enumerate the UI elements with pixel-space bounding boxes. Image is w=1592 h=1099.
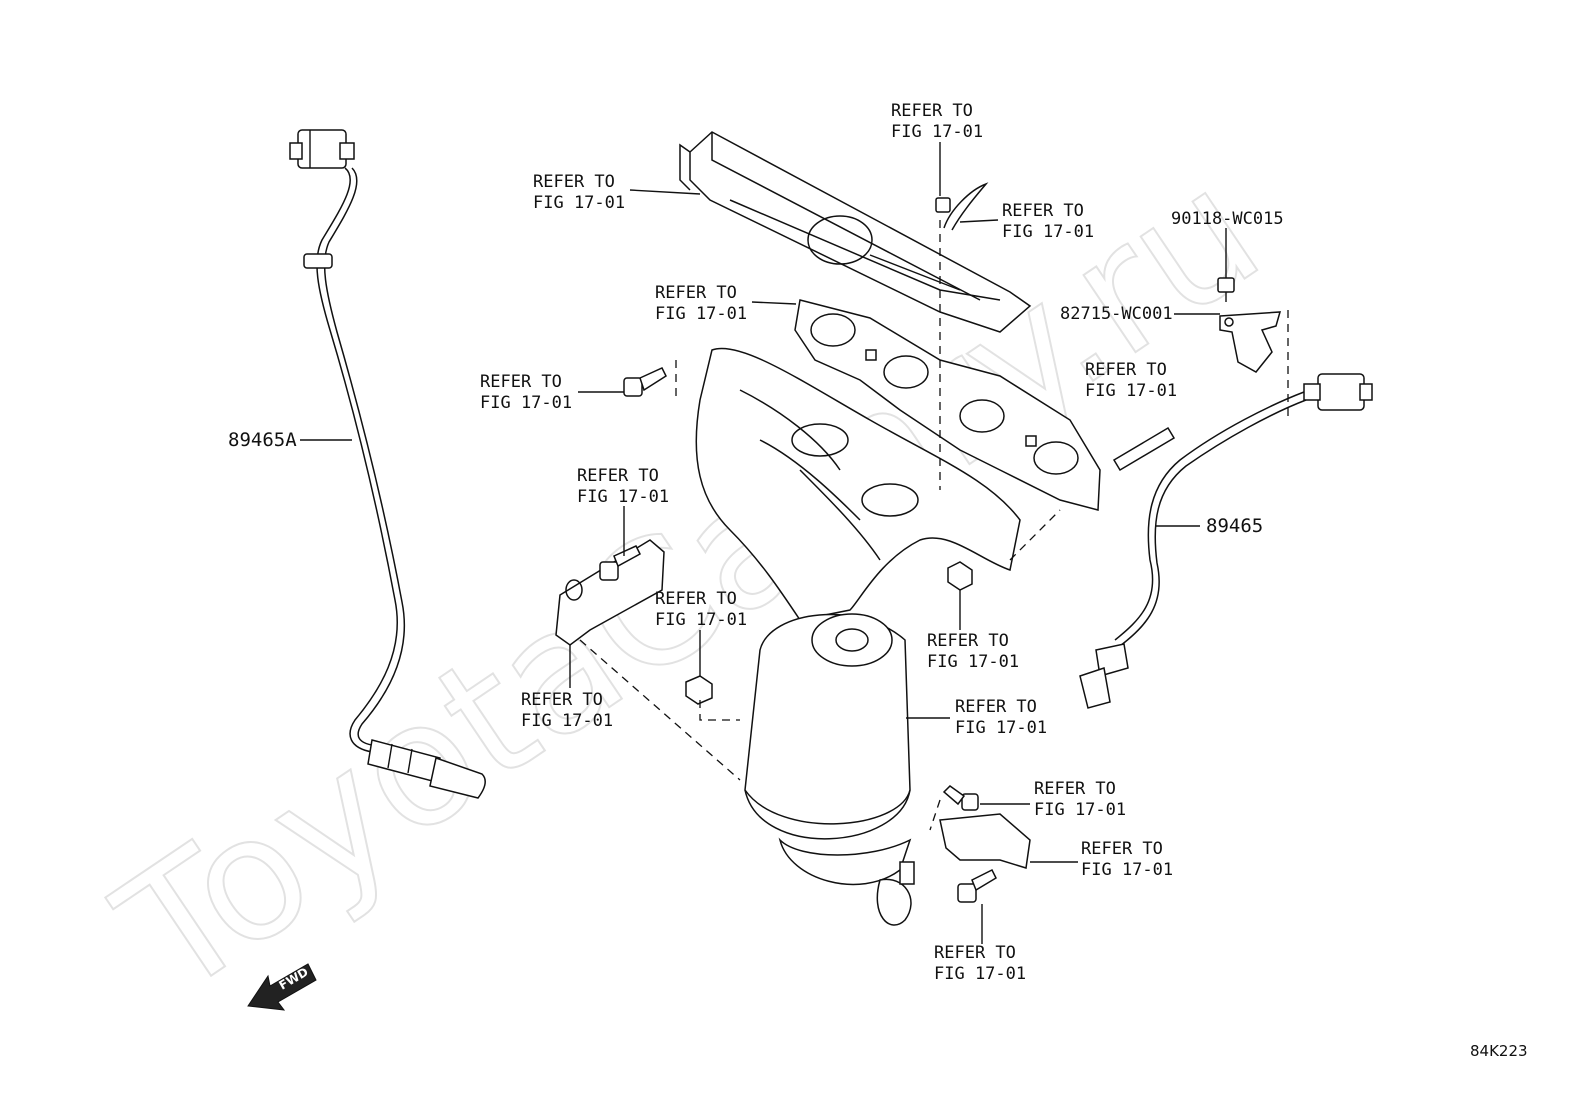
clip-top[interactable] — [935, 182, 989, 231]
svg-text:REFER TO: REFER TO — [955, 697, 1037, 717]
oxygen-sensor-89465[interactable] — [1079, 373, 1373, 709]
svg-text:FIG 17-01: FIG 17-01 — [1002, 222, 1094, 242]
refer-label-nut-center[interactable]: REFER TO FIG 17-01 — [655, 589, 747, 630]
svg-text:89465: 89465 — [1206, 515, 1263, 537]
svg-text:REFER TO: REFER TO — [533, 172, 615, 192]
refer-label-insulator[interactable]: REFER TO FIG 17-01 — [533, 172, 625, 213]
refer-label-stay-left[interactable]: REFER TO FIG 17-01 — [521, 690, 613, 731]
refer-label-nut-right[interactable]: REFER TO FIG 17-01 — [927, 631, 1019, 672]
svg-text:FIG 17-01: FIG 17-01 — [1081, 860, 1173, 880]
svg-text:REFER TO: REFER TO — [480, 372, 562, 392]
nut-right[interactable] — [947, 561, 973, 591]
svg-text:REFER TO: REFER TO — [934, 943, 1016, 963]
label-89465a: 89465A — [228, 429, 352, 451]
bolt-lower-1[interactable] — [942, 785, 979, 811]
refer-label-stay-right[interactable]: REFER TO FIG 17-01 — [1081, 839, 1173, 880]
svg-text:REFER TO: REFER TO — [1085, 360, 1167, 380]
label-90118-wc015[interactable]: 90118-WC015 — [1171, 209, 1284, 229]
svg-text:REFER TO: REFER TO — [891, 101, 973, 121]
label-89465: 89465 — [1156, 515, 1263, 537]
svg-text:FIG 17-01: FIG 17-01 — [655, 304, 747, 324]
diagram-code: 84K223 — [1470, 1042, 1528, 1060]
heat-insulator[interactable] — [679, 131, 1032, 333]
label-82715-wc001[interactable]: 82715-WC001 — [1060, 304, 1173, 324]
svg-text:82715-WC001: 82715-WC001 — [1060, 304, 1173, 324]
leader-lines — [569, 142, 1227, 944]
svg-text:FIG 17-01: FIG 17-01 — [891, 122, 983, 142]
exhaust-manifold-converter[interactable] — [695, 347, 1021, 926]
refer-label-bolt-stay[interactable]: REFER TO FIG 17-01 — [577, 466, 669, 507]
bracket-82715-wc001[interactable] — [1219, 311, 1282, 373]
oxygen-sensor-89465a[interactable] — [289, 129, 486, 799]
refer-label-bolt-left[interactable]: REFER TO FIG 17-01 — [480, 372, 572, 413]
svg-text:REFER TO: REFER TO — [1081, 839, 1163, 859]
stay-bracket-left[interactable] — [555, 539, 665, 646]
svg-text:FIG 17-01: FIG 17-01 — [927, 652, 1019, 672]
svg-text:REFER TO: REFER TO — [927, 631, 1009, 651]
svg-text:REFER TO: REFER TO — [655, 283, 737, 303]
stud-bolt[interactable] — [1112, 426, 1176, 472]
bolt-lower-2[interactable] — [957, 868, 997, 903]
bolt-left[interactable] — [623, 367, 667, 397]
svg-text:REFER TO: REFER TO — [1002, 201, 1084, 221]
refer-label-clip[interactable]: REFER TO FIG 17-01 — [1002, 201, 1094, 242]
svg-text:REFER TO: REFER TO — [655, 589, 737, 609]
svg-text:REFER TO: REFER TO — [521, 690, 603, 710]
svg-text:FIG 17-01: FIG 17-01 — [533, 193, 625, 213]
svg-text:FIG 17-01: FIG 17-01 — [934, 964, 1026, 984]
bolt-stay[interactable] — [599, 545, 641, 581]
svg-text:FIG 17-01: FIG 17-01 — [955, 718, 1047, 738]
svg-text:FIG 17-01: FIG 17-01 — [655, 610, 747, 630]
refer-label-bolt-lower-2[interactable]: REFER TO FIG 17-01 — [934, 943, 1026, 984]
svg-text:FIG 17-01: FIG 17-01 — [577, 487, 669, 507]
svg-text:REFER TO: REFER TO — [577, 466, 659, 486]
svg-text:FIG 17-01: FIG 17-01 — [521, 711, 613, 731]
svg-text:FIG 17-01: FIG 17-01 — [1085, 381, 1177, 401]
refer-label-top-bolt[interactable]: REFER TO FIG 17-01 — [891, 101, 983, 142]
svg-text:FIG 17-01: FIG 17-01 — [480, 393, 572, 413]
manifold-gasket[interactable] — [794, 299, 1101, 511]
refer-label-bolt-lower-1[interactable]: REFER TO FIG 17-01 — [1034, 779, 1126, 820]
watermark: ToyotaCamry.ru — [86, 131, 1293, 1034]
svg-text:FIG 17-01: FIG 17-01 — [1034, 800, 1126, 820]
refer-label-gasket[interactable]: REFER TO FIG 17-01 — [655, 283, 747, 324]
refer-label-stud[interactable]: REFER TO FIG 17-01 — [1085, 360, 1177, 401]
refer-label-converter[interactable]: REFER TO FIG 17-01 — [955, 697, 1047, 738]
stay-bracket-right[interactable] — [939, 813, 1031, 869]
svg-text:90118-WC015: 90118-WC015 — [1171, 209, 1284, 229]
svg-text:89465A: 89465A — [228, 429, 297, 451]
svg-text:REFER TO: REFER TO — [1034, 779, 1116, 799]
